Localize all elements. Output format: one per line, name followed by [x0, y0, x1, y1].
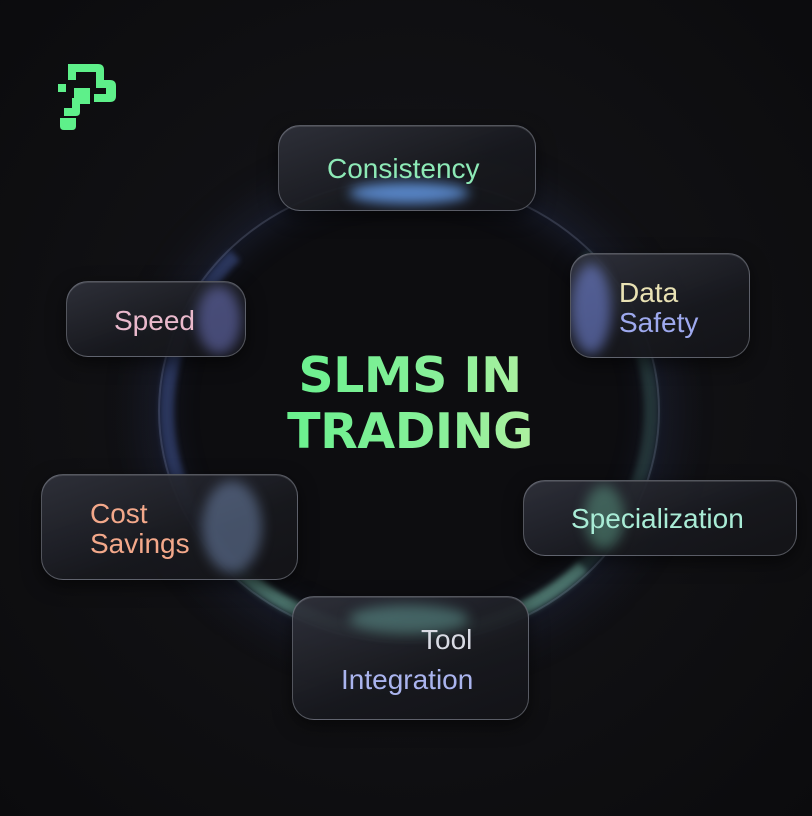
- benefit-speed: Speed: [66, 281, 246, 357]
- benefit-label-line-2: Safety: [619, 307, 699, 338]
- benefit-consistency: Consistency: [278, 125, 536, 211]
- benefit-data-safety: Data Safety: [570, 253, 750, 358]
- benefit-tool-integration: Tool Integration: [292, 596, 529, 720]
- brand-logo-icon: [58, 64, 116, 130]
- benefit-label-line-2: Integration: [341, 664, 474, 695]
- benefit-cost-savings: Cost Savings: [41, 474, 298, 580]
- benefit-label: Consistency: [327, 153, 480, 184]
- benefit-specialization: Specialization: [523, 480, 797, 556]
- benefit-label-line-1: Cost: [90, 498, 148, 529]
- benefit-label-line-2: Savings: [90, 528, 190, 559]
- title-line-2: TRADING: [287, 403, 533, 460]
- diagram-title: SLMS IN TRADING: [230, 348, 590, 460]
- benefit-label-line-1: Data: [619, 277, 679, 308]
- title-line-1: SLMS IN: [298, 347, 522, 404]
- benefit-label: Speed: [114, 305, 195, 336]
- benefit-label-line-1: Tool: [421, 624, 473, 655]
- benefit-label: Specialization: [571, 503, 744, 534]
